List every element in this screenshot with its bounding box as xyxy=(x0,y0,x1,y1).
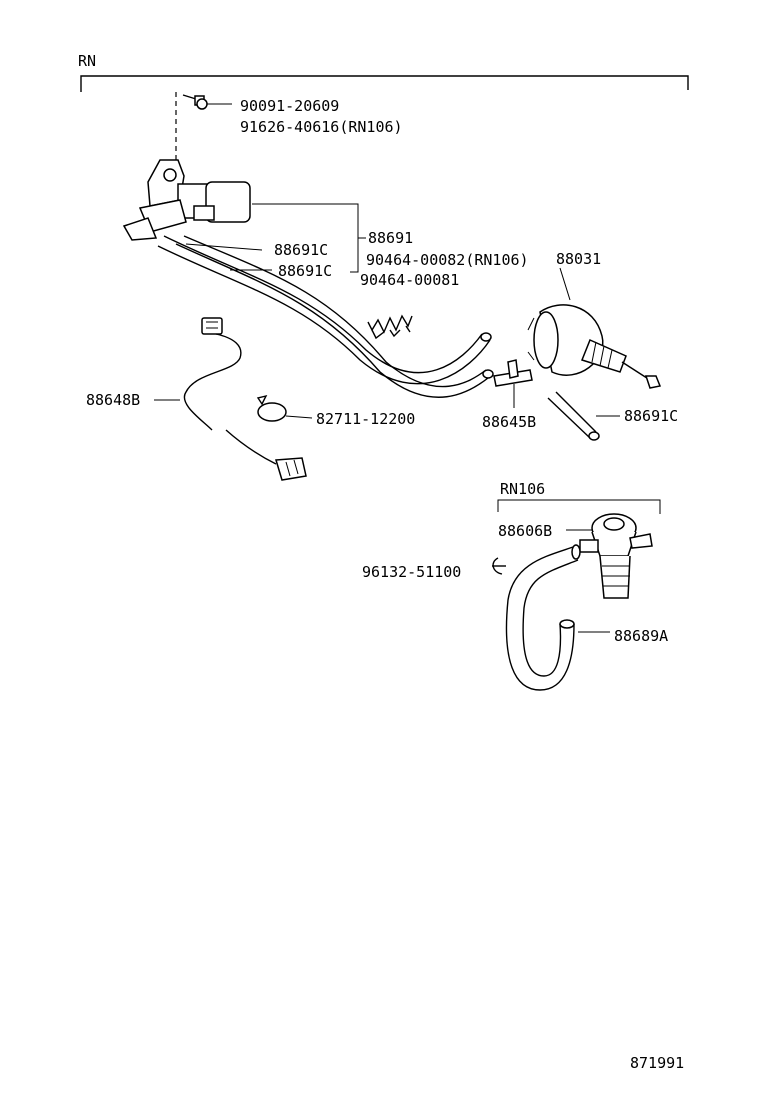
callout-valve: 88606B xyxy=(498,522,552,540)
short-hose-part xyxy=(547,391,620,441)
solenoid-valve-part xyxy=(122,159,251,241)
callout-actuator: 88031 xyxy=(556,250,601,268)
valve-part xyxy=(579,513,653,599)
clip-part xyxy=(492,557,506,575)
callout-hose-clamp: 82711-12200 xyxy=(316,410,415,428)
callout-bolt-b: 91626-40616(RN106) xyxy=(240,118,403,136)
section-label: RN xyxy=(78,52,96,70)
leader-actuator xyxy=(559,267,571,301)
callout-clip: 96132-51100 xyxy=(362,563,461,581)
callout-hose-upper: 88691C xyxy=(274,241,328,259)
actuator-part xyxy=(527,304,662,389)
callout-tee-fitting: 88645B xyxy=(482,413,536,431)
callout-clamp-a: 90464-00082(RN106) xyxy=(366,251,529,269)
figure-number: 871991 xyxy=(630,1054,684,1072)
bent-hose-part xyxy=(505,544,610,691)
callout-hose-lower: 88691C xyxy=(278,262,332,280)
hose-clamp-part xyxy=(256,394,313,422)
callout-hose-short: 88691C xyxy=(624,407,678,425)
vacuum-hose-pair xyxy=(157,235,494,398)
callout-hose-bent: 88689A xyxy=(614,627,668,645)
callout-bolt-a: 90091-20609 xyxy=(240,97,339,115)
callout-clamp-b: 90464-00081 xyxy=(360,271,459,289)
subgroup-bracket xyxy=(497,499,661,514)
callout-wire-harness: 88648B xyxy=(86,391,140,409)
bolt-part xyxy=(175,92,232,180)
callout-hose-set: 88691 xyxy=(368,229,413,247)
wire-harness-part xyxy=(183,317,307,481)
tee-fitting-part xyxy=(493,359,533,408)
subgroup-label: RN106 xyxy=(500,480,545,498)
clamp-clip-part xyxy=(367,314,413,340)
section-bracket xyxy=(80,75,689,92)
leader-hose-upper xyxy=(185,243,263,251)
